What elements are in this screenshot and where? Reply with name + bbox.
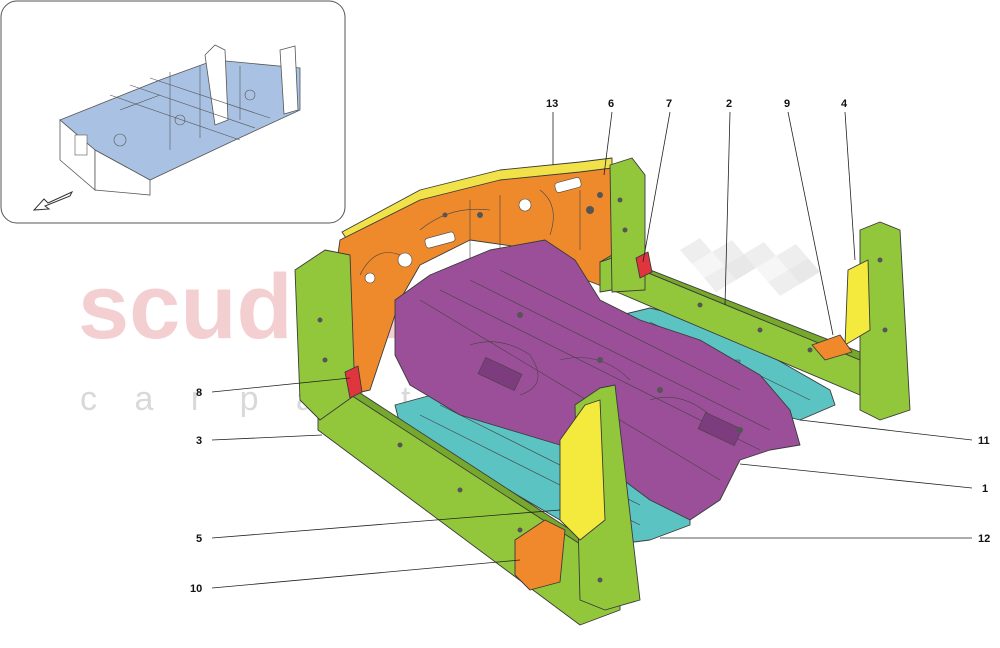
main-assembly: [294, 157, 911, 626]
inset-chassis-sketch: [59, 44, 301, 196]
part-4-yellow-insert: [844, 259, 871, 346]
part-5-yellow-pillar-insert: [559, 399, 606, 541]
callout-13: 13: [546, 98, 558, 110]
bulkhead-details: [359, 177, 603, 284]
callout-11: 11: [978, 435, 990, 447]
callout-4: 4: [841, 98, 848, 110]
callout-9: 9: [784, 98, 790, 110]
part-9-orange-bracket: [811, 334, 853, 361]
callout-7: 7: [666, 98, 672, 110]
leader-lines: [211, 111, 973, 589]
sill-holes: [317, 197, 888, 583]
part-4-right-rear-pillar: [859, 221, 911, 421]
part-10-orange-bracket: [514, 519, 566, 591]
callout-1: 1: [982, 483, 988, 495]
inset-panel: [0, 0, 346, 224]
callout-10: 10: [190, 583, 202, 595]
part-left-front-pillar: [294, 249, 356, 421]
callout-12: 12: [978, 533, 990, 545]
callout-2: 2: [726, 98, 732, 110]
callout-3: 3: [196, 435, 202, 447]
floor-tunnel-details: [419, 269, 771, 481]
callout-8: 8: [196, 387, 202, 399]
checkered-flag-icon: [680, 238, 820, 296]
callout-5: 5: [196, 533, 202, 545]
part-8-red-bracket: [344, 365, 363, 399]
direction-arrow-icon: [32, 190, 74, 211]
part-7-red-bracket: [635, 251, 653, 279]
callout-6: 6: [608, 98, 614, 110]
callout-labels: 13 6 7 2 9 4 8 3 5 10 11 1 12: [190, 98, 990, 595]
part-1-floor-tunnel: [394, 239, 801, 521]
